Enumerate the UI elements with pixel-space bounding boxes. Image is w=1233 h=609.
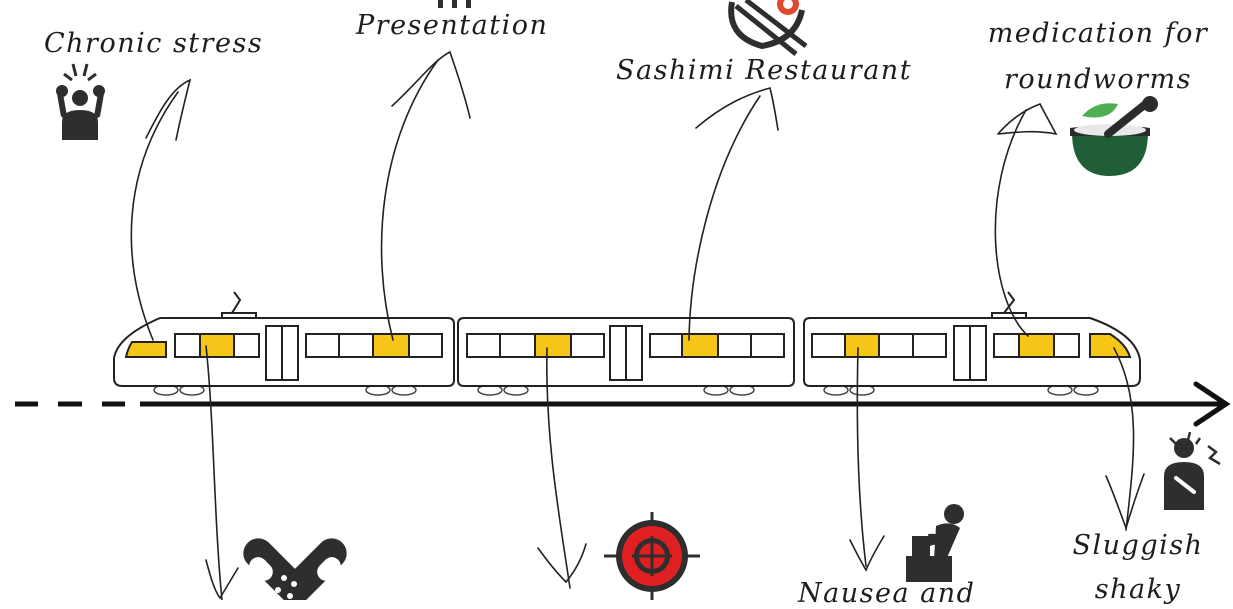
- train-wheels: [153, 384, 1099, 396]
- label-sashimi-restaurant: Sashimi Restaurant: [616, 55, 913, 86]
- timeline-axis: [15, 381, 1231, 427]
- sick-person-icon: [906, 504, 964, 582]
- label-sluggish-line-1: Sluggish: [1072, 530, 1204, 561]
- mortar-pestle-icon: [1070, 96, 1158, 176]
- pills-icon: [243, 538, 347, 604]
- train: [113, 291, 1141, 396]
- label-sluggish-line-2: shaky: [1094, 574, 1182, 605]
- label-nausea: Nausea and: [798, 578, 976, 609]
- pantograph-2: [991, 291, 1027, 318]
- event-arrows-down: [205, 345, 1145, 601]
- label-medication-line-2: roundworms: [1004, 64, 1192, 95]
- label-chronic-stress: Chronic stress: [44, 28, 264, 59]
- stressed-person-icon: [56, 63, 105, 140]
- pain-person-icon: [1164, 431, 1221, 510]
- sushi-chopsticks-icon: [728, 0, 808, 56]
- event-arrows-up: [130, 50, 1058, 341]
- pantograph-1: [221, 291, 257, 318]
- label-medication-line-1: medication for: [987, 18, 1209, 49]
- label-presentation: Presentation: [356, 10, 549, 41]
- presenter-icon: [438, 0, 471, 8]
- target-icon: [604, 512, 700, 600]
